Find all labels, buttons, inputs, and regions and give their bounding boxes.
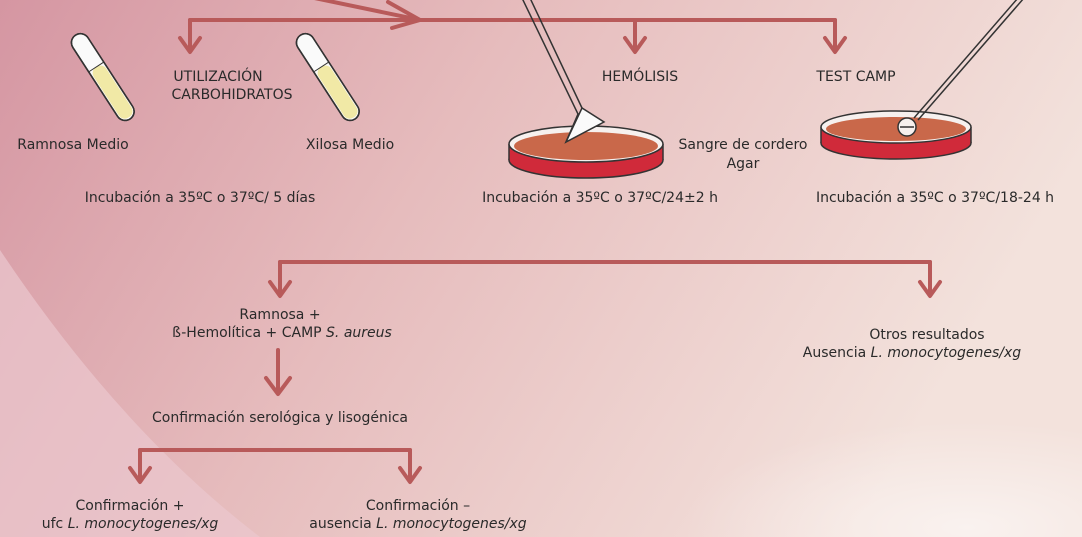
carbohydrate-label-line1: UTILIZACIÓN [173, 68, 262, 86]
agar-label: Agar [727, 155, 760, 173]
petri-dish-icon [509, 126, 663, 178]
hemolisis-label: HEMÓLISIS [602, 68, 678, 86]
incubation-carbohydrates: Incubación a 35ºC o 37ºC/ 5 días [85, 189, 316, 207]
incubation-camp: Incubación a 35ºC o 37ºC/18-24 h [816, 189, 1054, 207]
ramnosa-label: Ramnosa Medio [17, 136, 128, 154]
positive-result-line2: ß-Hemolítica + CAMP S. aureus [172, 324, 392, 342]
test-camp-label: TEST CAMP [816, 68, 895, 86]
confirmation-positive-line1: Confirmación + [76, 497, 185, 515]
confirmation-negative-line2: ausencia L. monocytogenes/xg [309, 515, 526, 533]
xilosa-label: Xilosa Medio [306, 136, 394, 154]
carbohydrate-label-line2: CARBOHIDRATOS [171, 86, 292, 104]
incubation-hemolysis: Incubación a 35ºC o 37ºC/24±2 h [482, 189, 718, 207]
petri-dish-icon [821, 111, 971, 159]
serologic-confirmation: Confirmación serológica y lisogénica [152, 409, 408, 427]
positive-result-line1: Ramnosa + [239, 306, 320, 324]
other-results-line1: Otros resultados [869, 326, 984, 344]
other-results-line2: Ausencia L. monocytogenes/xg [803, 344, 1021, 362]
test-tube-icon [68, 30, 138, 124]
confirmation-positive-line2: ufc L. monocytogenes/xg [42, 515, 219, 533]
confirmation-negative-line1: Confirmación – [366, 497, 470, 515]
sheep-blood-label: Sangre de cordero [679, 136, 808, 154]
inoculation-loop-icon [898, 0, 1024, 136]
test-tube-icon [293, 30, 363, 124]
